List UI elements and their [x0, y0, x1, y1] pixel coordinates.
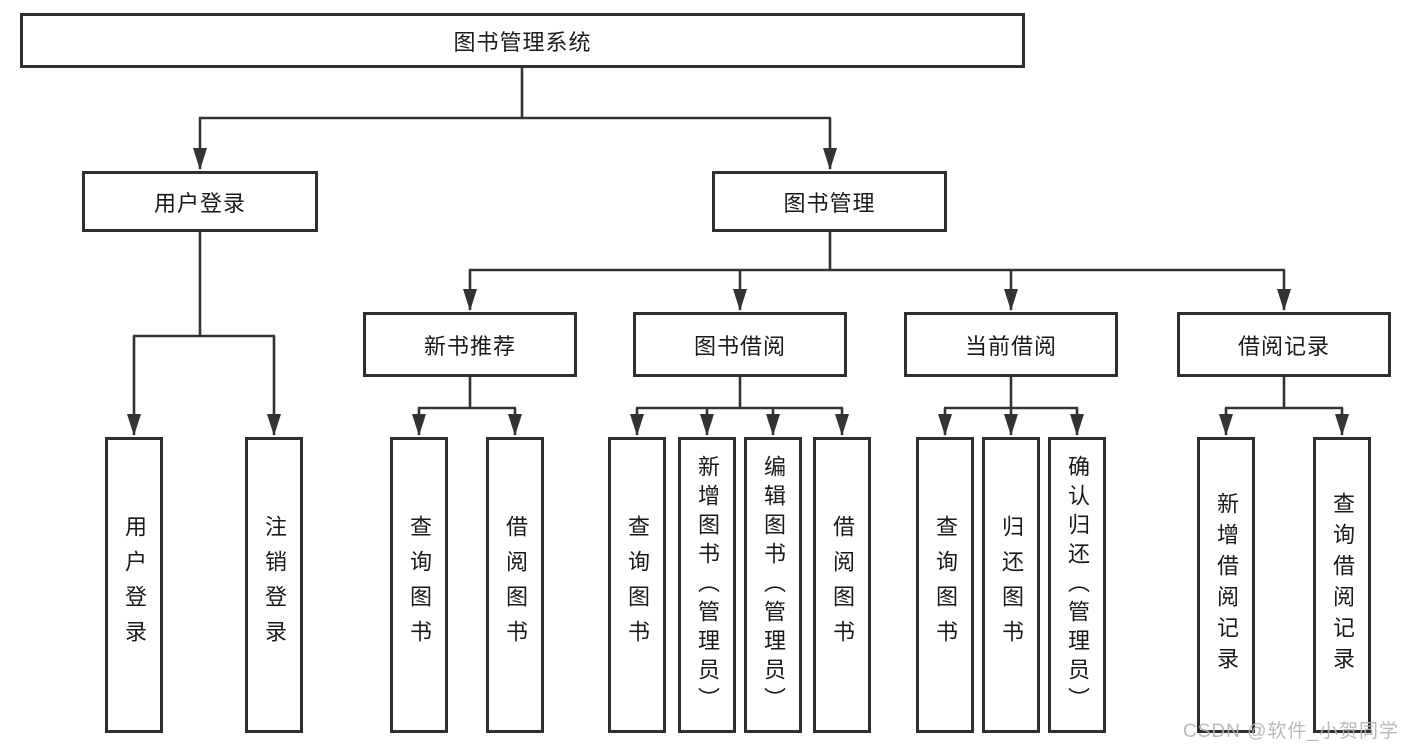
node-user-login: 用户登录 [82, 171, 318, 232]
node-label: 图书借阅 [693, 333, 786, 359]
connector-book-borrow-children [630, 377, 849, 436]
node-label: 查询图书 [625, 515, 650, 655]
leaf-confirm-return-admin: 确认归还（管理员） [1048, 437, 1106, 733]
node-label: 注销登录 [262, 515, 287, 655]
node-label: 确认归还（管理员） [1065, 454, 1090, 716]
leaf-query-book-borrow: 查询图书 [608, 437, 666, 733]
leaf-borrow-book: 借阅图书 [813, 437, 871, 733]
node-label: 用户登录 [122, 515, 147, 655]
connector-root-to-level2 [193, 68, 837, 170]
leaf-borrow-book-recommend: 借阅图书 [486, 437, 544, 733]
leaf-edit-book-admin: 编辑图书（管理员） [744, 437, 802, 733]
node-label: 图书管理系统 [453, 29, 592, 55]
node-label: 归还图书 [999, 515, 1024, 655]
leaf-logout: 注销登录 [245, 437, 303, 733]
leaf-query-book-current: 查询图书 [916, 437, 974, 733]
leaf-add-borrow-record: 新增借阅记录 [1197, 437, 1255, 733]
connector-current-borrow-children [938, 377, 1084, 436]
node-label: 新增借阅记录 [1214, 492, 1239, 678]
node-label: 新增图书（管理员） [695, 454, 720, 716]
node-label: 查询借阅记录 [1330, 492, 1355, 678]
node-book-borrow: 图书借阅 [633, 312, 847, 377]
node-label: 用户登录 [153, 190, 246, 216]
connector-new-book-children [412, 377, 522, 436]
node-label: 查询图书 [407, 515, 432, 655]
node-label: 编辑图书（管理员） [761, 454, 786, 716]
node-label: 当前借阅 [964, 333, 1057, 359]
csdn-watermark: CSDN @软件_小贺同学 [1183, 721, 1399, 742]
node-label: 借阅记录 [1237, 333, 1330, 359]
node-book-management: 图书管理 [712, 171, 947, 232]
connector-user-login-children [127, 232, 281, 436]
leaf-query-book-recommend: 查询图书 [390, 437, 448, 733]
connector-book-management-children [463, 232, 1291, 311]
leaf-return-book: 归还图书 [982, 437, 1040, 733]
node-new-book-recommend: 新书推荐 [363, 312, 577, 377]
connector-borrow-record-children [1219, 377, 1349, 436]
leaf-query-borrow-record: 查询借阅记录 [1313, 437, 1371, 733]
node-current-borrow: 当前借阅 [904, 312, 1118, 377]
node-label: 新书推荐 [423, 333, 516, 359]
node-label: 借阅图书 [503, 515, 528, 655]
leaf-add-book-admin: 新增图书（管理员） [678, 437, 736, 733]
node-label: 图书管理 [783, 190, 876, 216]
node-label: 查询图书 [933, 515, 958, 655]
node-label: 借阅图书 [830, 515, 855, 655]
node-borrow-record: 借阅记录 [1177, 312, 1391, 377]
leaf-user-login: 用户登录 [105, 437, 163, 733]
node-root-system: 图书管理系统 [20, 13, 1025, 68]
